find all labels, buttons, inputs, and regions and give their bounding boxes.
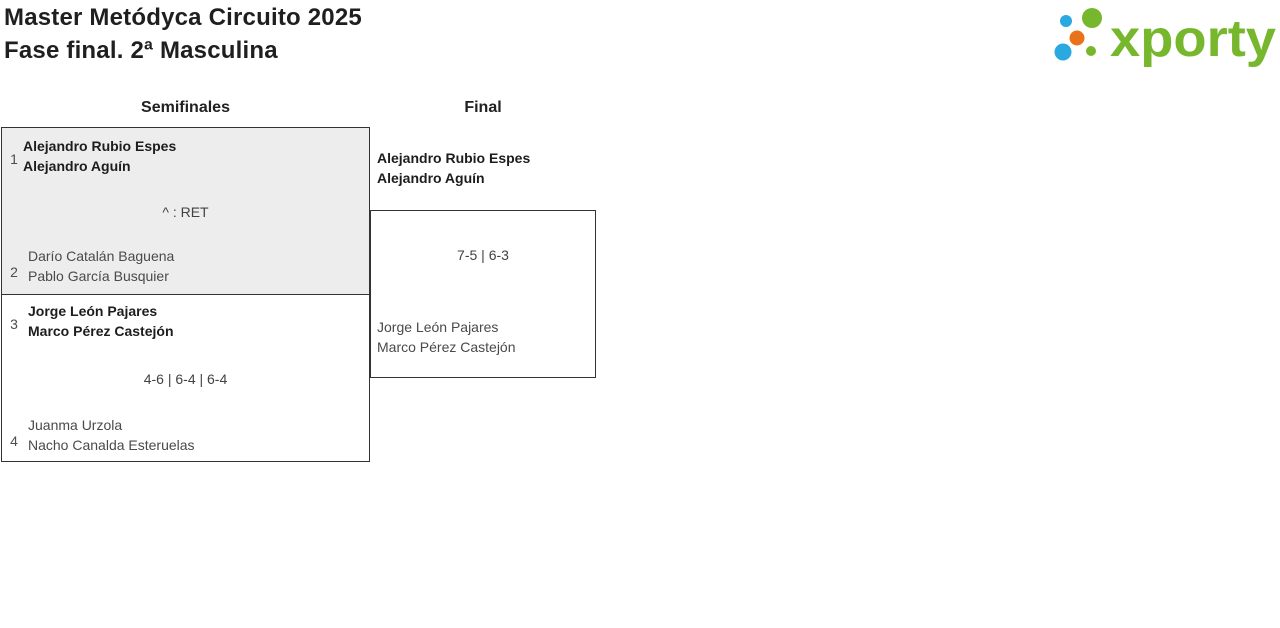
player-name: Jorge León Pajares — [28, 303, 158, 319]
phase-subtitle: Fase final. 2ª Masculina — [4, 37, 278, 64]
match-final: 7-5 | 6-3 Jorge León Pajares Marco Pérez… — [370, 210, 596, 378]
team-final-runnerup-leon-perez[interactable]: Jorge León Pajares Marco Pérez Castejón — [377, 318, 516, 357]
team-urzola-canalda[interactable]: Juanma Urzola Nacho Canalda Esteruelas — [28, 416, 195, 455]
logo-dot-big-green — [1082, 8, 1102, 28]
player-name: Jorge León Pajares — [377, 319, 499, 335]
seed-number-3: 3 — [10, 316, 18, 332]
player-name: Darío Catalán Baguena — [28, 248, 175, 264]
match-semifinal-2: 3 Jorge León Pajares Marco Pérez Castejó… — [1, 294, 370, 462]
logo-dot-small-green — [1086, 46, 1096, 56]
match-score-semifinal-1: ^ : RET — [162, 204, 209, 220]
player-name: Alejandro Aguín — [23, 157, 131, 174]
seed-number-4: 4 — [10, 433, 18, 449]
player-name: Pablo García Busquier — [28, 267, 169, 284]
player-name: Alejandro Aguín — [377, 169, 485, 186]
player-name: Alejandro Rubio Espes — [23, 138, 177, 154]
team-catalan-garcia[interactable]: Darío Catalán Baguena Pablo García Busqu… — [28, 247, 174, 286]
player-name: Nacho Canalda Esteruelas — [28, 436, 195, 453]
tournament-title: Master Metódyca Circuito 2025 — [4, 4, 362, 31]
match-score-semifinal-2: 4-6 | 6-4 | 6-4 — [143, 371, 228, 387]
team-leon-perez[interactable]: Jorge León Pajares Marco Pérez Castejón — [28, 302, 174, 341]
player-name: Marco Pérez Castejón — [377, 338, 516, 355]
player-name: Alejandro Rubio Espes — [377, 150, 531, 166]
logo-dot-orange — [1069, 30, 1085, 46]
xporty-logo[interactable]: xporty — [1046, 1, 1278, 71]
page-title: Master Metódyca Circuito 2025 Fase final… — [4, 1, 362, 67]
match-score-final: 7-5 | 6-3 — [457, 247, 509, 263]
seed-number-1: 1 — [10, 151, 18, 167]
player-name: Marco Pérez Castejón — [28, 322, 174, 339]
team-rubio-aguin[interactable]: Alejandro Rubio Espes Alejandro Aguín — [23, 137, 176, 176]
round-header-semifinales: Semifinales — [141, 99, 230, 116]
round-header-final: Final — [464, 99, 502, 116]
logo-dot-big-blue — [1054, 43, 1072, 61]
logo-dot-small-blue — [1060, 15, 1072, 27]
logo-text: xporty — [1110, 10, 1276, 68]
match-semifinal-1: 1 Alejandro Rubio Espes Alejandro Aguín … — [1, 127, 370, 295]
player-name: Juanma Urzola — [28, 417, 123, 433]
seed-number-2: 2 — [10, 264, 18, 280]
team-final-winner-rubio-aguin[interactable]: Alejandro Rubio Espes Alejandro Aguín — [377, 149, 530, 188]
